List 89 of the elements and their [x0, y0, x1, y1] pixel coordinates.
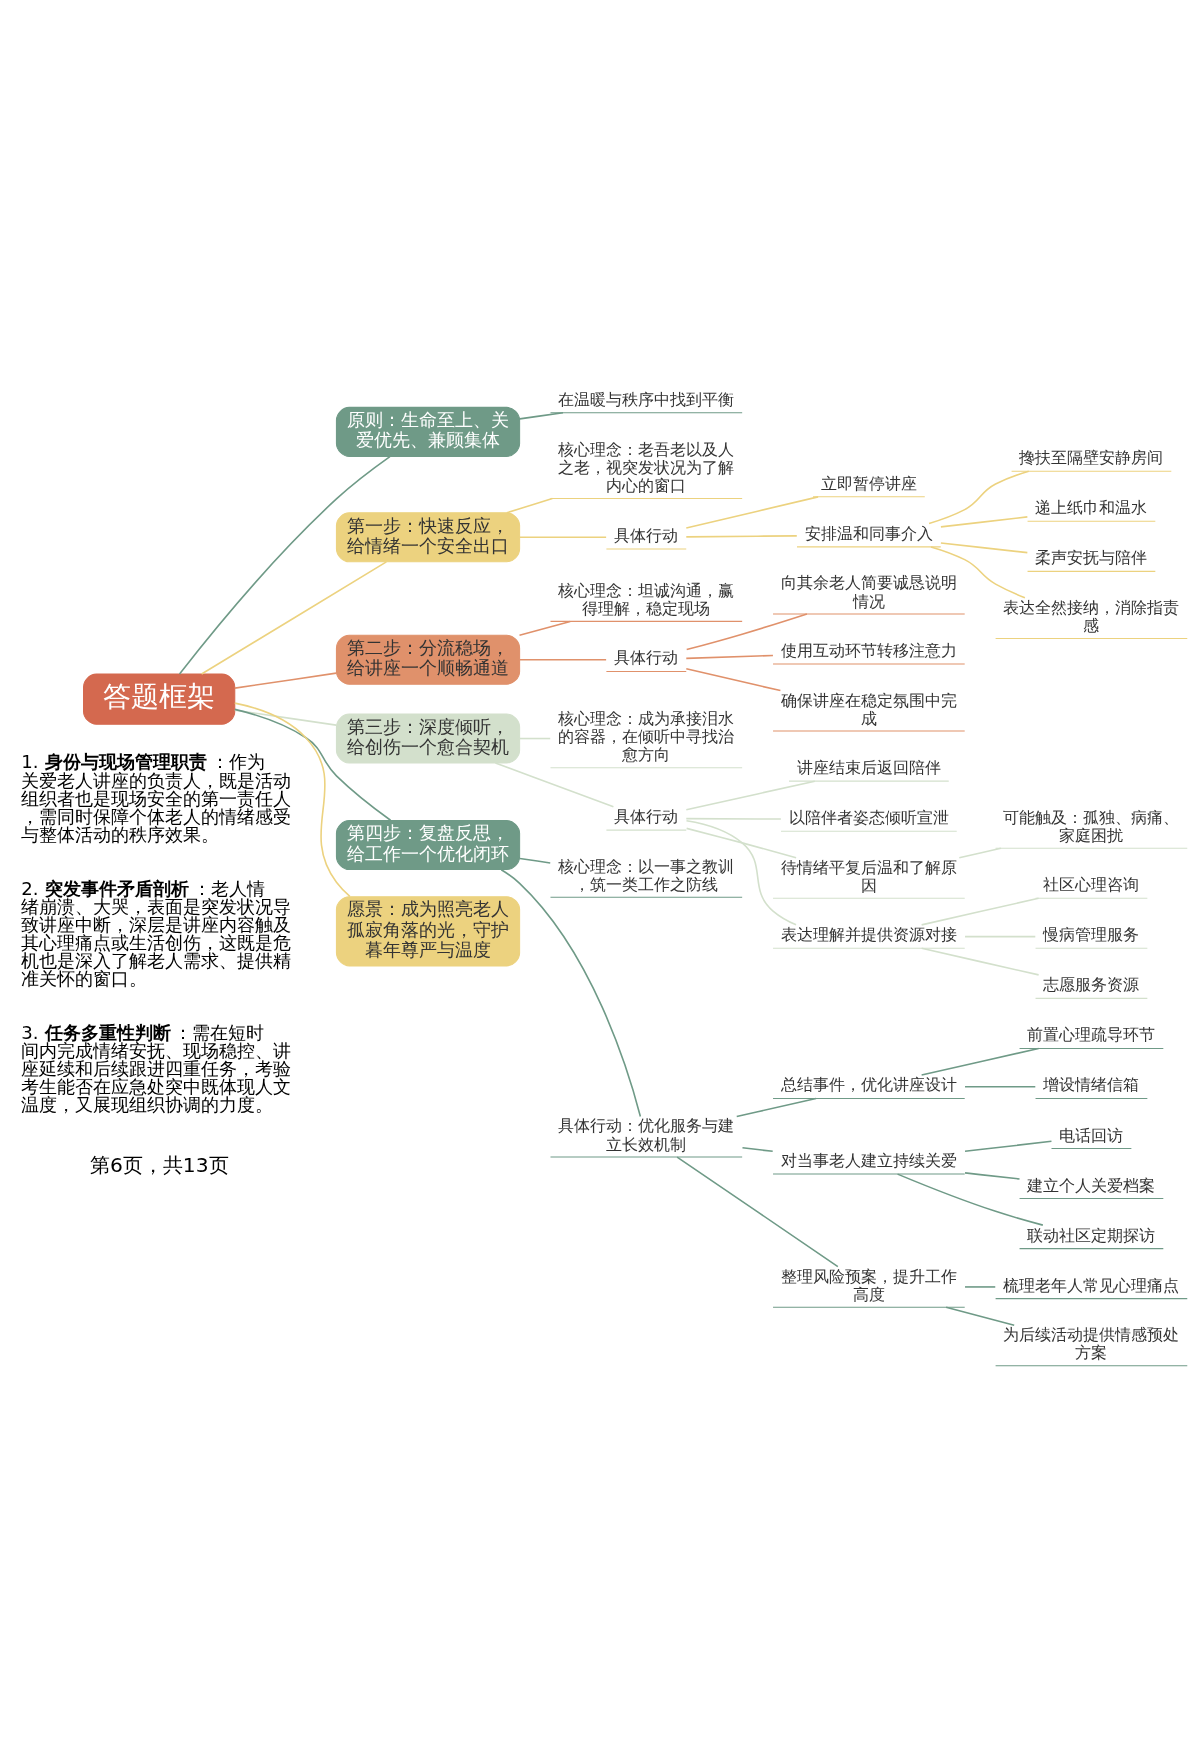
node-text: 具体行动	[614, 807, 679, 827]
connector	[519, 411, 564, 420]
node-text: 具体行动	[614, 526, 679, 545]
connector	[685, 827, 797, 859]
connector	[685, 819, 797, 926]
node-text: 志愿服务资源	[1043, 975, 1140, 995]
node-text: 社区心理咨询	[1043, 875, 1140, 895]
node-text: 安排温和同事介入	[804, 523, 933, 543]
node-text: 确保讲座在稳定氛围中完成	[780, 690, 957, 728]
connector	[518, 620, 572, 637]
connector	[685, 613, 808, 651]
connector	[234, 709, 337, 726]
node-text: 总结事件，优化讲座设计	[780, 1075, 957, 1095]
connector	[506, 497, 554, 514]
connector	[500, 868, 642, 1118]
node-text: 表达全然接纳，消除指责感	[1003, 597, 1180, 635]
node-text: 具体行动	[614, 648, 679, 668]
node-text: 核心理念：以一事之教训，筑一类工作之防线	[558, 856, 735, 894]
connector	[234, 672, 337, 689]
connector	[920, 1047, 1040, 1076]
label: 2. 突发事件矛盾剖析：老人情绪崩溃、大哭，表面是突发状况导致讲座中断，深层是讲座内容触及其心理痛点或生活创伤，这既是危机也是深入了解老人需求、提供精准关怀的窗口。	[21, 877, 292, 990]
node-text: 前置心理疏导环节	[1027, 1025, 1156, 1045]
connector	[928, 470, 1030, 525]
connector	[685, 780, 816, 811]
label: 1. 身份与现场管理职责：作为关爱老人讲座的负责人，既是活动组织者也是现场安全的第一责任人，需同时保障个体老人的情绪感受与整体活动的秩序效果。	[21, 751, 292, 845]
connector	[519, 857, 552, 864]
connector	[676, 1156, 839, 1268]
connector	[234, 702, 351, 898]
node-box: 第四步：复盘反思，给工作一个优化闭环	[335, 820, 521, 871]
node-text: 使用互动环节转移注意力	[780, 641, 957, 661]
node-text: 可能触及：孤独、病痛、家庭困扰	[1003, 807, 1180, 845]
connector	[920, 897, 1040, 926]
connector	[685, 654, 774, 660]
node-text: 梳理老年人常见心理痛点	[1003, 1275, 1180, 1295]
connector	[940, 542, 1029, 554]
connector	[945, 1306, 1015, 1327]
node-text: 立即暂停讲座	[820, 473, 917, 493]
node-text: 向其余老人简要诚恳说明情况	[780, 573, 957, 611]
node-text: 具体行动：优化服务与建立长效机制	[558, 1116, 735, 1154]
connector	[519, 536, 607, 539]
label: 第6页，共13页	[89, 1152, 229, 1177]
node-text: 慢病管理服务	[1043, 925, 1140, 945]
connector	[958, 847, 1002, 859]
node-box: 第二步：分流稳场，给讲座一个顺畅通道	[335, 634, 521, 685]
label: 3. 任务多重性判断：需在短时间内完成情绪安抚、现场稳控、讲座延续和后续跟进四重任务，考验考生能否在应急处突中既体现人文温度，又展现组织协调的力度。	[21, 1021, 292, 1116]
connector	[940, 516, 1029, 528]
node-text: 核心理念：老吾老以及人之老，视突发状况为了解内心的窗口	[558, 439, 735, 495]
node-text: 建立个人关爱档案	[1027, 1175, 1156, 1195]
node-text: 递上纸巾和温水	[1035, 498, 1148, 518]
connector	[685, 817, 782, 820]
connector	[685, 496, 819, 529]
connector	[519, 658, 607, 661]
connector	[896, 1173, 1044, 1226]
node-text: 以陪伴者姿态倾听宣泄	[788, 808, 949, 828]
node-box: 第三步：深度倾听，给创伤一个愈合契机	[335, 713, 521, 764]
connector	[930, 546, 1026, 599]
node-box: 愿景：成为照亮老人孤寂角落的光，守护暮年尊严与温度	[335, 896, 521, 967]
connector	[964, 1172, 1021, 1180]
node-box: 答题框架	[83, 673, 236, 725]
node-box: 原则：生命至上、关爱优先、兼顾集体	[335, 406, 521, 457]
node-text: 待情绪平复后温和了解原因	[780, 857, 957, 895]
connector	[964, 1085, 1037, 1088]
node-text: 核心理念：成为承接泪水的容器，在倾听中寻找治愈方向	[558, 709, 735, 765]
connector	[964, 1140, 1053, 1153]
node-text: 柔声安抚与陪伴	[1035, 548, 1148, 568]
node-text: 增设情绪信箱	[1043, 1075, 1140, 1095]
connector	[200, 561, 388, 675]
node-text: 核心理念：坦诚沟通，赢得理解，稳定现场	[558, 580, 735, 618]
node-text: 讲座结束后返回陪伴	[796, 758, 941, 778]
node-text: 对当事老人建立持续关爱	[780, 1151, 957, 1171]
connector	[494, 762, 615, 808]
connector	[964, 935, 1037, 938]
node-text: 表达理解并提供资源对接	[780, 925, 957, 945]
connector	[735, 1097, 817, 1118]
node-box: 第一步：快速反应，给情绪一个安全出口	[335, 512, 521, 563]
node-text: 在温暖与秩序中找到平衡	[558, 389, 735, 409]
connector	[519, 737, 552, 740]
connector	[234, 708, 392, 822]
node-text: 为后续活动提供情感预处方案	[1003, 1325, 1180, 1363]
connector	[178, 455, 391, 675]
connector	[685, 535, 798, 538]
node-text: 整理风险预案，提升工作高度	[780, 1266, 957, 1304]
connector	[741, 1147, 774, 1153]
connector	[920, 947, 1040, 976]
node-text: 联动社区定期探访	[1027, 1225, 1156, 1245]
connector	[685, 667, 782, 692]
node-text: 电话回访	[1059, 1125, 1124, 1145]
node-text: 搀扶至隔壁安静房间	[1019, 448, 1164, 468]
connector	[964, 1286, 997, 1288]
